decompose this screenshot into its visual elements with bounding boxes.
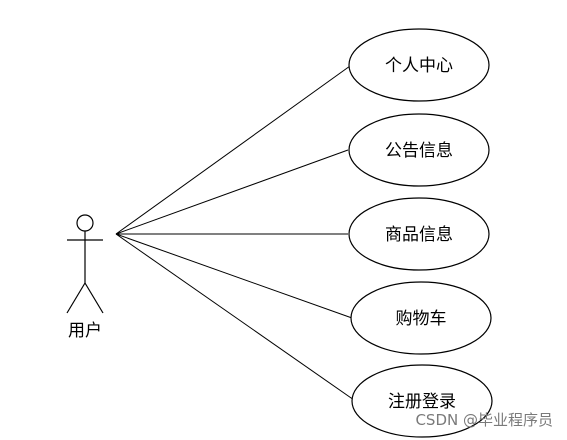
use-case-register-login: 注册登录 [351,364,493,438]
use-case-products: 商品信息 [348,197,490,271]
actor-user: 用户 [66,214,104,341]
association-line-personal-center [115,65,351,235]
use-case-ellipse [348,28,490,102]
use-case-shopping-cart: 购物车 [350,281,492,355]
use-case-label: 商品信息 [385,225,453,245]
actor-right-leg [84,282,104,314]
use-case-label: 购物车 [396,309,447,329]
use-case-personal-center: 个人中心 [348,28,490,102]
watermark-text: CSDN @毕业程序员 [415,411,553,429]
use-case-ellipse [350,281,492,355]
association-line-shopping-cart [115,233,353,319]
use-case-ellipse [348,197,490,271]
use-case-ellipse [348,113,490,187]
actor-left-leg [66,282,86,314]
actor-label: 用户 [68,321,102,341]
use-case-label: 公告信息 [385,141,453,161]
association-line-register-login [115,233,355,401]
use-case-label: 个人中心 [385,56,453,76]
actor-head [76,214,94,232]
use-case-label: 注册登录 [388,392,456,412]
use-case-ellipse [351,364,493,438]
association-line-announcements [115,149,349,235]
use-case-announcements: 公告信息 [348,113,490,187]
